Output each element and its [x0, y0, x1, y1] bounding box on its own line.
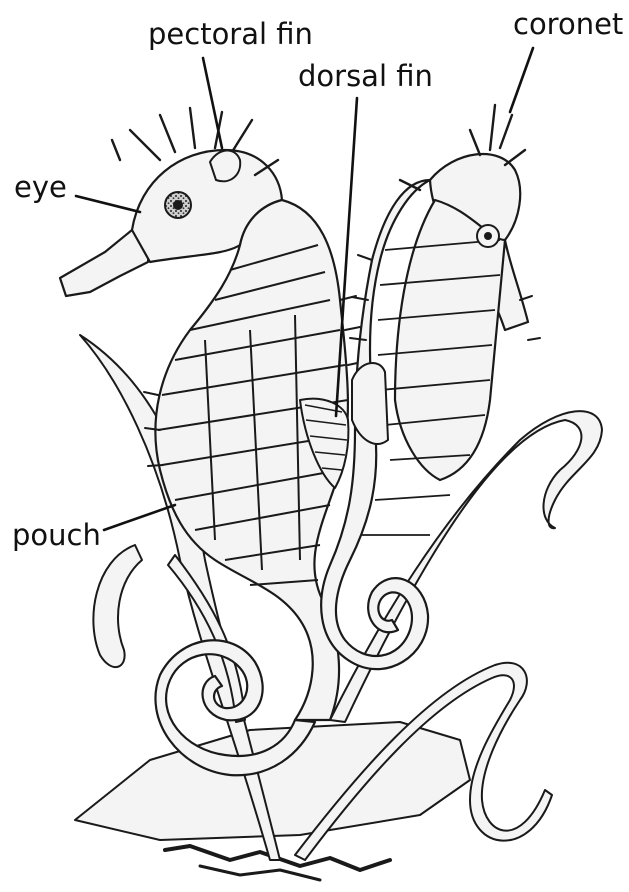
label-pouch: pouch — [12, 518, 101, 552]
seahorse-right — [321, 105, 540, 669]
label-eye: eye — [14, 170, 67, 204]
leader-pectoral-fin — [203, 58, 222, 148]
leader-pouch — [104, 505, 175, 530]
label-coronet: coronet — [513, 7, 623, 41]
leader-coronet — [510, 48, 533, 112]
leader-eye — [76, 196, 140, 212]
seahorse-left — [60, 108, 362, 775]
label-pectoral-fin: pectoral fin — [148, 17, 313, 51]
label-dorsal-fin: dorsal fin — [298, 59, 433, 93]
